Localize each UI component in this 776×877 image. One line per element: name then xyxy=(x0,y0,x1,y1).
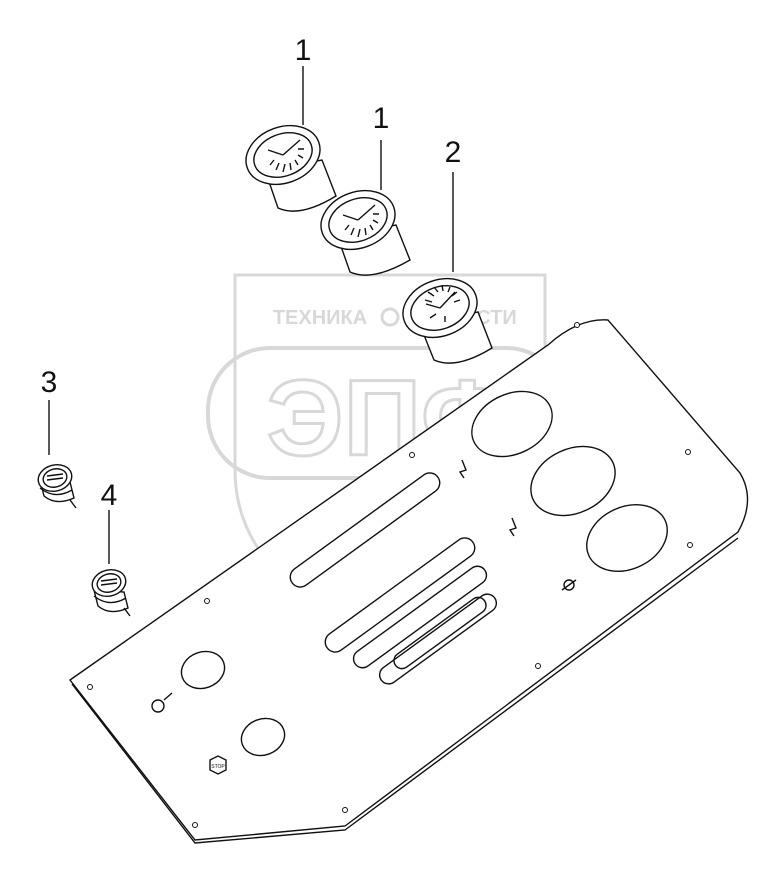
switch-3 xyxy=(37,463,77,509)
stop-marking: STOP xyxy=(209,755,227,775)
switch-4-ring xyxy=(93,595,127,604)
gauge-2-scale xyxy=(424,284,461,322)
callout-label-gauge-1: 1 xyxy=(295,34,312,67)
callout-label-switch-3: 3 xyxy=(41,366,58,399)
gauge-hole-bottom xyxy=(586,504,668,572)
switch-3-face-marks xyxy=(46,473,64,481)
gauge-2-needle xyxy=(425,291,456,309)
dashboard-panel: STOP xyxy=(68,319,749,844)
callout-label-gauge-1b: 1 xyxy=(373,102,390,135)
callout-label-switch-4: 4 xyxy=(101,479,118,512)
panel-edge xyxy=(71,537,739,844)
gauge-1-top xyxy=(245,124,337,212)
indicator-icon-a xyxy=(458,459,467,479)
gauge-hole-top xyxy=(471,390,553,458)
switch-4-face-marks xyxy=(100,578,118,586)
lamp-icon-right xyxy=(561,579,577,591)
gauge-hole-middle xyxy=(530,445,616,517)
stop-mark-text: STOP xyxy=(211,764,225,770)
panel-screw-holes xyxy=(87,322,693,828)
gear-icon xyxy=(380,307,400,327)
key-icon xyxy=(151,692,173,713)
gauge-1-scale xyxy=(269,148,304,173)
gauge-1b-needle xyxy=(342,204,376,221)
gauge-1-middle xyxy=(320,189,411,276)
switch-hole-upper xyxy=(180,650,226,690)
indicator-icon-b xyxy=(508,517,517,537)
gauge-1b-scale xyxy=(344,213,379,238)
panel-slots xyxy=(289,472,498,685)
gauge-2 xyxy=(402,277,493,364)
switch-hole-lower xyxy=(240,717,286,757)
callout-label-gauge-2: 2 xyxy=(445,136,462,169)
switch-4 xyxy=(91,568,131,617)
panel-face xyxy=(68,319,749,841)
watermark-top-text: ТЕХНИКА xyxy=(273,307,367,329)
gauge-1-needle xyxy=(267,139,301,156)
switch-3-ring xyxy=(39,487,73,496)
